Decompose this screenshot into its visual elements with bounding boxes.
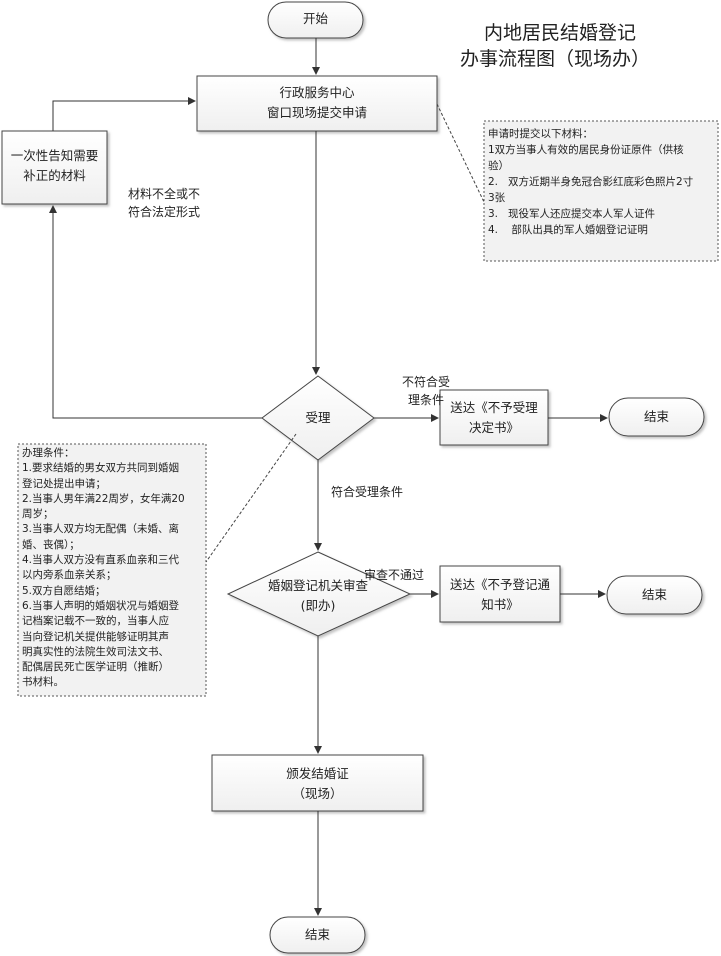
materials-note-line: 申请时提交以下材料： [488,128,593,140]
conditions-note-line: 配偶居民死亡医学证明（推断） [22,661,169,674]
inform-box [1,130,108,205]
conditions-note-line: 登记处提出申请； [22,477,106,490]
end1-node-shape [608,397,705,437]
conditions-note-line: 婚、丧偶）； [22,538,80,551]
materials-note-line: 4. 部队出具的军人婚姻登记证明 [488,224,648,236]
service-center-line1: 行政服务中心 [279,85,355,100]
service-center-label: 行政服务中心 窗口现场提交申请 [197,83,437,123]
reject-notice-line1: 送达《不予登记通 [449,577,550,592]
conditions-note-line: 明真实性的法院生效司法文书、 [22,645,169,658]
conditions-note-line: 以内旁系血亲关系； [22,569,117,582]
review-label: 婚姻登记机关审查 (即办) [238,576,398,616]
materials-note-line: 1双方当事人有效的居民身份证原件（供核 [488,144,684,156]
page-title-line2: 办事流程图（现场办） [459,48,650,70]
reject-notice-box [439,565,561,623]
conditions-note-line: 记档案记载不一致的，当事人应 [22,615,169,628]
issue-line2: （现场） [292,786,343,801]
conditions-note-line: 3.当事人双方均无配偶（未婚、离 [22,523,180,536]
materials-note-line: 验） [488,160,509,172]
service-center-line2: 窗口现场提交申请 [266,105,367,120]
start-node-label: 开始 [302,11,328,26]
end2-node-shape [606,575,703,615]
materials-note-line: 2. 双方近期半身免冠合影红底彩色照片2寸 [488,176,694,188]
review-line2: (即办) [300,598,336,613]
edge-inform-to-center [52,97,196,131]
edge-incomplete-label: 材料不全或不 符合法定形式 [128,185,238,221]
review-line1: 婚姻登记机关审查 [267,578,368,593]
materials-callout-leader [436,103,485,203]
materials-note-box [483,120,719,262]
end2-label: 结束 [641,587,667,602]
edge-not-meet-label: 不符合受 理条件 [386,373,466,409]
accept-label: 受理 [305,410,331,425]
materials-note-line: 3张 [488,192,506,204]
reject-decision-label: 送达《不予受理 决定书》 [440,398,548,438]
inform-label: 一次性告知需要 补正的材料 [2,146,107,186]
reject-notice-line2: 知书》 [481,597,519,612]
page-title-line1: 内地居民结婚登记 [483,22,636,44]
issue-box [211,754,424,812]
edge-incomplete-line1: 材料不全或不 [128,187,201,201]
edge-review-fail-label: 审查不通过 [364,568,425,582]
edge-not-meet-line2: 理条件 [407,393,444,407]
conditions-note-line: 1.要求结婚的男女双方共同到婚姻 [22,462,180,475]
end3-node-shape [269,916,366,954]
conditions-note-line: 2.当事人男年满22周岁，女年满20 [22,492,185,505]
conditions-note-line: 办理条件： [22,447,75,459]
inform-line2: 补正的材料 [23,168,86,183]
issue-line1: 颁发结婚证 [286,766,349,781]
issue-label: 颁发结婚证 （现场） [212,764,423,804]
materials-note: 申请时提交以下材料： 1双方当事人有效的居民身份证原件（供核 验） 2. 双方近… [488,126,716,238]
conditions-note-line: 书材料。 [22,676,64,689]
conditions-callout-leader [205,433,297,563]
end3-label: 结束 [304,927,330,942]
materials-note-line: 3. 现役军人还应提交本人军人证件 [488,208,656,220]
reject-decision-line2: 决定书》 [468,420,519,435]
conditions-note: 办理条件： 1.要求结婚的男女双方共同到婚姻 登记处提出申请； 2.当事人男年满… [22,446,204,691]
conditions-note-line: 4.当事人双方没有直系血亲和三代 [22,554,180,567]
conditions-note-line: 5.双方自愿结婚； [22,584,106,597]
edge-meet-label: 符合受理条件 [331,485,404,499]
conditions-note-line: 周岁； [22,508,54,521]
service-center-box [196,75,438,132]
edge-not-meet-line1: 不符合受 [401,375,450,389]
conditions-note-line: 6.当事人声明的婚姻状况与婚姻登 [22,599,180,612]
reject-notice-label: 送达《不予登记通 知书》 [440,575,560,615]
end1-label: 结束 [643,409,669,424]
conditions-note-line: 当向登记机关提供能够证明其声 [22,630,169,643]
reject-decision-line1: 送达《不予受理 [450,400,538,415]
edge-incomplete-line2: 符合法定形式 [128,205,201,219]
edge-accept-to-inform [49,205,262,419]
inform-line1: 一次性告知需要 [10,148,99,163]
conditions-note-box [17,443,207,697]
